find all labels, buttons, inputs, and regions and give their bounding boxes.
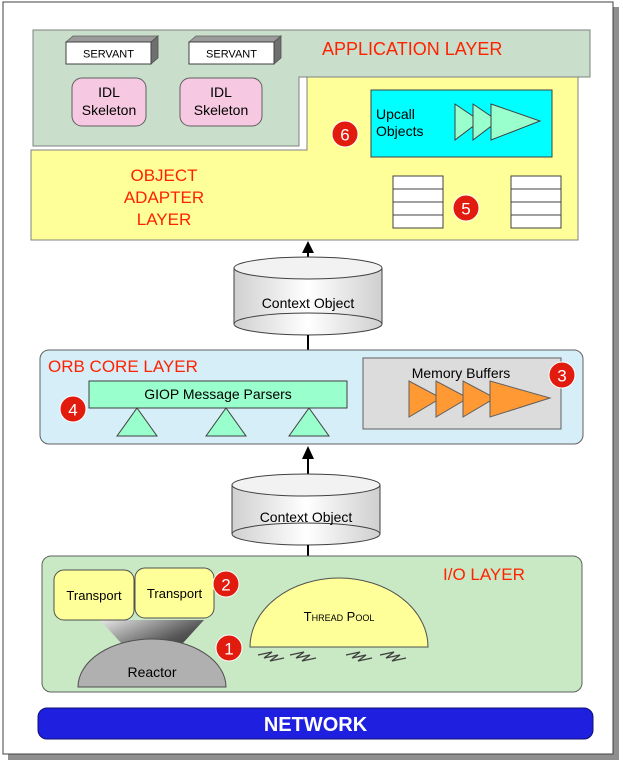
buffer-triangle-2 <box>435 380 470 418</box>
application-layer: APPLICATION LAYER SERVANT SERVANT IDL Sk… <box>32 29 591 147</box>
orb-core-layer: ORB CORE LAYER GIOP Message Parsers 4 Me… <box>39 349 584 445</box>
arrow-lower <box>302 446 314 475</box>
idl-skeleton-right: IDL Skeleton <box>179 77 263 127</box>
idl-skeleton-right-line2: Skeleton <box>194 102 248 118</box>
reactor-dome <box>77 638 227 688</box>
idl-skeleton-right-line1: IDL <box>210 84 232 100</box>
badge-5-label: 5 <box>461 200 470 219</box>
object-adapter-title-line1: OBJECT <box>130 166 197 185</box>
transport-right <box>134 567 215 619</box>
context-object-lower-label: Context Object <box>260 509 353 525</box>
badge-6 <box>331 120 359 148</box>
reactor-label: Reactor <box>127 664 176 680</box>
badge-5 <box>452 194 480 222</box>
idl-skeleton-left-line1: IDL <box>98 84 120 100</box>
upcall-triangle-1 <box>454 103 481 142</box>
table-icon-left <box>392 175 444 229</box>
orb-core-title: ORB CORE LAYER <box>48 357 198 376</box>
application-layer-panel <box>32 29 591 147</box>
badge-4-label: 4 <box>68 401 77 420</box>
object-adapter-layer: OBJECT ADAPTER LAYER Upcall Objects 6 5 <box>30 76 579 241</box>
thread-pool-dome <box>249 577 429 648</box>
giop-parsers-label: GIOP Message Parsers <box>144 386 292 402</box>
idl-skeleton-left: IDL Skeleton <box>71 77 147 127</box>
object-adapter-title-line3: LAYER <box>137 210 192 229</box>
badge-4 <box>59 395 87 423</box>
parser-triangle-1 <box>116 407 158 437</box>
thread-squiggles <box>257 651 407 662</box>
badge-2-label: 2 <box>221 576 230 595</box>
transport-left-label: Transport <box>66 588 122 603</box>
buffer-triangle-3 <box>462 380 497 418</box>
badge-3-label: 3 <box>557 367 566 386</box>
parser-triangle-3 <box>288 407 330 437</box>
upcall-triangle-3 <box>490 103 542 141</box>
buffer-triangle-1 <box>408 380 443 418</box>
servant-label-right: SERVANT <box>206 49 257 61</box>
thread-pool-label: Thread Pool <box>304 609 375 624</box>
table-icon-right <box>510 175 562 229</box>
network-bar-panel <box>37 707 594 740</box>
badge-2 <box>212 570 240 598</box>
giop-parsers-bar <box>88 380 348 409</box>
context-object-upper-label: Context Object <box>262 295 355 311</box>
memory-buffers-label: Memory Buffers <box>412 365 511 381</box>
parser-triangle-2 <box>205 407 247 437</box>
buffer-triangle-4 <box>489 380 552 418</box>
context-object-lower: Context Object <box>231 473 381 546</box>
upcall-triangle-2 <box>472 103 499 142</box>
badge-3 <box>548 361 576 389</box>
io-layer-title: I/O LAYER <box>443 565 525 584</box>
badge-1 <box>215 634 243 662</box>
servant-label-left: SERVANT <box>83 49 134 61</box>
application-layer-title: APPLICATION LAYER <box>322 39 502 59</box>
badge-6-label: 6 <box>340 126 349 145</box>
network-label: NETWORK <box>264 714 368 736</box>
idl-skeleton-left-line2: Skeleton <box>82 102 136 118</box>
object-adapter-title-line2: ADAPTER <box>124 188 204 207</box>
transport-right-label: Transport <box>147 586 203 601</box>
upcall-objects-line1: Upcall <box>376 106 415 122</box>
transport-left <box>53 569 135 621</box>
context-object-upper: Context Object <box>233 256 383 336</box>
servant-box-left: SERVANT <box>64 35 160 65</box>
io-layer: I/O LAYER Reactor Transport Transport 2 … <box>41 555 583 693</box>
badge-1-label: 1 <box>224 640 233 659</box>
network-bar: NETWORK <box>37 707 594 740</box>
upcall-objects-line2: Objects <box>376 123 423 139</box>
servant-box-right: SERVANT <box>187 35 283 65</box>
